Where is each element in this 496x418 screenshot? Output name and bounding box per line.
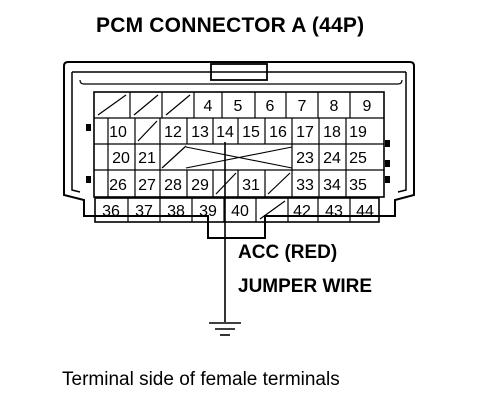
- diagram-caption: Terminal side of female terminals: [62, 369, 340, 390]
- connector-latch: [210, 63, 268, 81]
- row-3-cross-hatch: [185, 146, 293, 169]
- pin-label: 4: [204, 98, 213, 115]
- row-4-dividers: [107, 170, 347, 197]
- connector-housing: [63, 61, 415, 239]
- pin-label: 42: [293, 203, 311, 220]
- right-tab-bottom: [385, 176, 390, 183]
- row-5-dividers: [127, 198, 351, 222]
- pin-label: 44: [356, 203, 374, 220]
- pin-label: 39: [199, 203, 217, 220]
- pin-label: 15: [242, 124, 260, 141]
- pin-label: 36: [102, 203, 120, 220]
- pin-label: 9: [363, 98, 372, 115]
- row-1-dividers: [129, 92, 351, 118]
- right-tab-mid: [385, 160, 390, 167]
- row-1-empty-marks: [97, 94, 191, 116]
- pin-label: 10: [109, 124, 127, 141]
- pin-label: 35: [349, 177, 367, 194]
- left-tab-top: [86, 124, 91, 131]
- pin-label: 18: [323, 124, 341, 141]
- pin-label: 37: [135, 203, 153, 220]
- row-5-empty-mark: [259, 200, 286, 220]
- right-tab-top: [385, 140, 390, 147]
- pin-label: 6: [266, 98, 275, 115]
- row-4-empty-mark: [267, 172, 291, 195]
- pin-label: 8: [330, 98, 339, 115]
- row-3-empty-mark: [161, 145, 187, 169]
- jumper-color-label: ACC (RED): [238, 242, 338, 263]
- row-5-frame: [94, 197, 380, 223]
- pin-label: 20: [112, 150, 130, 167]
- pin-label: 14: [216, 124, 234, 141]
- pin-label: 16: [269, 124, 287, 141]
- left-tab-bottom: [86, 176, 91, 183]
- pin-label: 40: [231, 203, 249, 220]
- row-3-dividers: [107, 144, 347, 170]
- row-2-empty-mark: [137, 120, 158, 142]
- pin-label: 25: [349, 150, 367, 167]
- pin-label: 27: [138, 177, 156, 194]
- connector-inner-shell: [79, 79, 403, 85]
- pin-label: 21: [138, 150, 156, 167]
- pin-label: 24: [323, 150, 341, 167]
- jumper-wire-label: JUMPER WIRE: [238, 276, 373, 297]
- pin-label: 19: [349, 124, 367, 141]
- pin-label: 26: [109, 177, 127, 194]
- pin-label: 7: [298, 98, 307, 115]
- pin-label: 34: [323, 177, 341, 194]
- row-2-dividers: [107, 118, 347, 144]
- pin-label: 31: [242, 177, 260, 194]
- pin-label: 33: [296, 177, 314, 194]
- pin-label: 28: [164, 177, 182, 194]
- pin-label: 13: [191, 124, 209, 141]
- row-4-empty-mark: [215, 172, 237, 195]
- connector-inner-housing: [71, 71, 407, 193]
- diagram-title: PCM CONNECTOR A (44P): [96, 14, 365, 37]
- pin-label: 12: [164, 124, 182, 141]
- pin-label: 29: [191, 177, 209, 194]
- pin-label: 23: [296, 150, 314, 167]
- pin-label: 38: [167, 203, 185, 220]
- pin-label: 5: [234, 98, 243, 115]
- pin-label: 17: [296, 124, 314, 141]
- pin-labels: 4 5 6 7 8 9 10 12 13 14 15 16 17 18 19 2…: [102, 98, 374, 220]
- ground-icon: [209, 322, 241, 336]
- pin-label: 43: [325, 203, 343, 220]
